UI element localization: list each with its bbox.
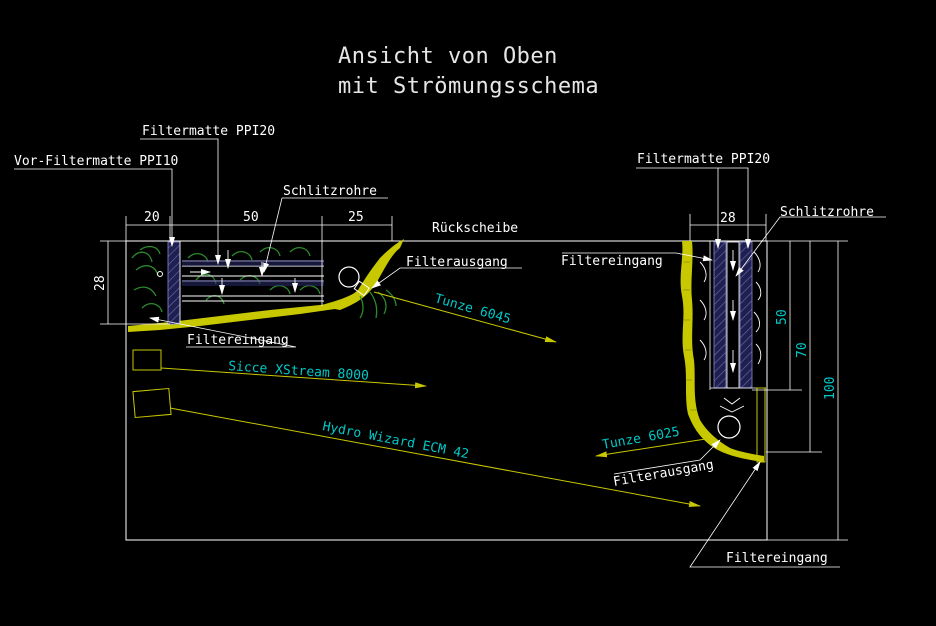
left-filter-outlet-wall [318,239,404,310]
label-right-inlet-top: Filtereingang [561,254,663,269]
pump-sicce-group: Sicce XStream 8000 [132,349,427,389]
right-wall-texture [683,261,697,411]
dim-right-50: 50 [775,309,790,325]
left-prefilter-mat [167,241,181,325]
label-right-slotpipes: Schlitzrohre [780,205,874,220]
rear-pane-label: Rückscheibe [432,221,518,236]
pump-sicce-body [132,349,162,371]
right-plants [699,251,762,413]
right-leaders [562,167,886,568]
left-filter-mat-1 [182,260,324,266]
right-filter-mat-2 [739,241,753,389]
label-left-outlet: Filterausgang [406,255,508,270]
label-right-inlet-bottom: Filtereingang [726,551,828,566]
label-left-inlet: Filtereingang [187,333,289,348]
label-right-filtermat: Filtermatte PPI20 [637,152,770,167]
dim-left-20: 20 [144,210,160,225]
title-line-1: Ansicht von Oben [338,44,558,69]
right-inlet-slot [756,387,766,463]
dim-right-28: 28 [720,211,736,226]
dim-left-25: 25 [348,210,364,225]
label-left-slotpipes: Schlitzrohre [283,184,377,199]
dim-left-28: 28 [93,275,108,291]
right-filter [680,241,766,463]
left-outlet-pump [338,266,360,288]
tank-outline [125,240,768,541]
left-dimensions [100,216,393,325]
label-left-prefilter: Vor-Filtermatte PPI10 [14,154,178,169]
left-filter-bottom-wall [128,298,348,332]
pump-sicce-label: Sicce XStream 8000 [228,359,370,384]
left-filter-mat-2 [182,280,324,286]
left-leaders [14,138,522,348]
label-left-filtermat: Filtermatte PPI20 [142,124,275,139]
dim-right-100: 100 [823,377,838,400]
title-line-2: mit Strömungsschema [338,74,599,99]
pump-hydro-body [132,387,172,419]
right-filter-wall [680,241,764,462]
left-small-marker [157,271,163,277]
right-filter-mat-1 [713,241,727,389]
left-filter [128,239,404,332]
pump-tunze6025-group: Tunze 6025 [595,425,713,458]
pump-tunze6045-label: Tunze 6045 [433,291,512,327]
pump-hydro-label: Hydro Wizard ECM 42 [321,419,470,462]
pump-tunze6045-group: Tunze 6045 [373,291,557,343]
left-outlet-nozzle [353,280,370,297]
dim-right-70: 70 [795,342,810,358]
right-dimensions [689,214,848,541]
right-outlet-pump [717,415,741,439]
dim-left-50: 50 [243,210,259,225]
label-right-outlet: Filterausgang [612,457,715,489]
